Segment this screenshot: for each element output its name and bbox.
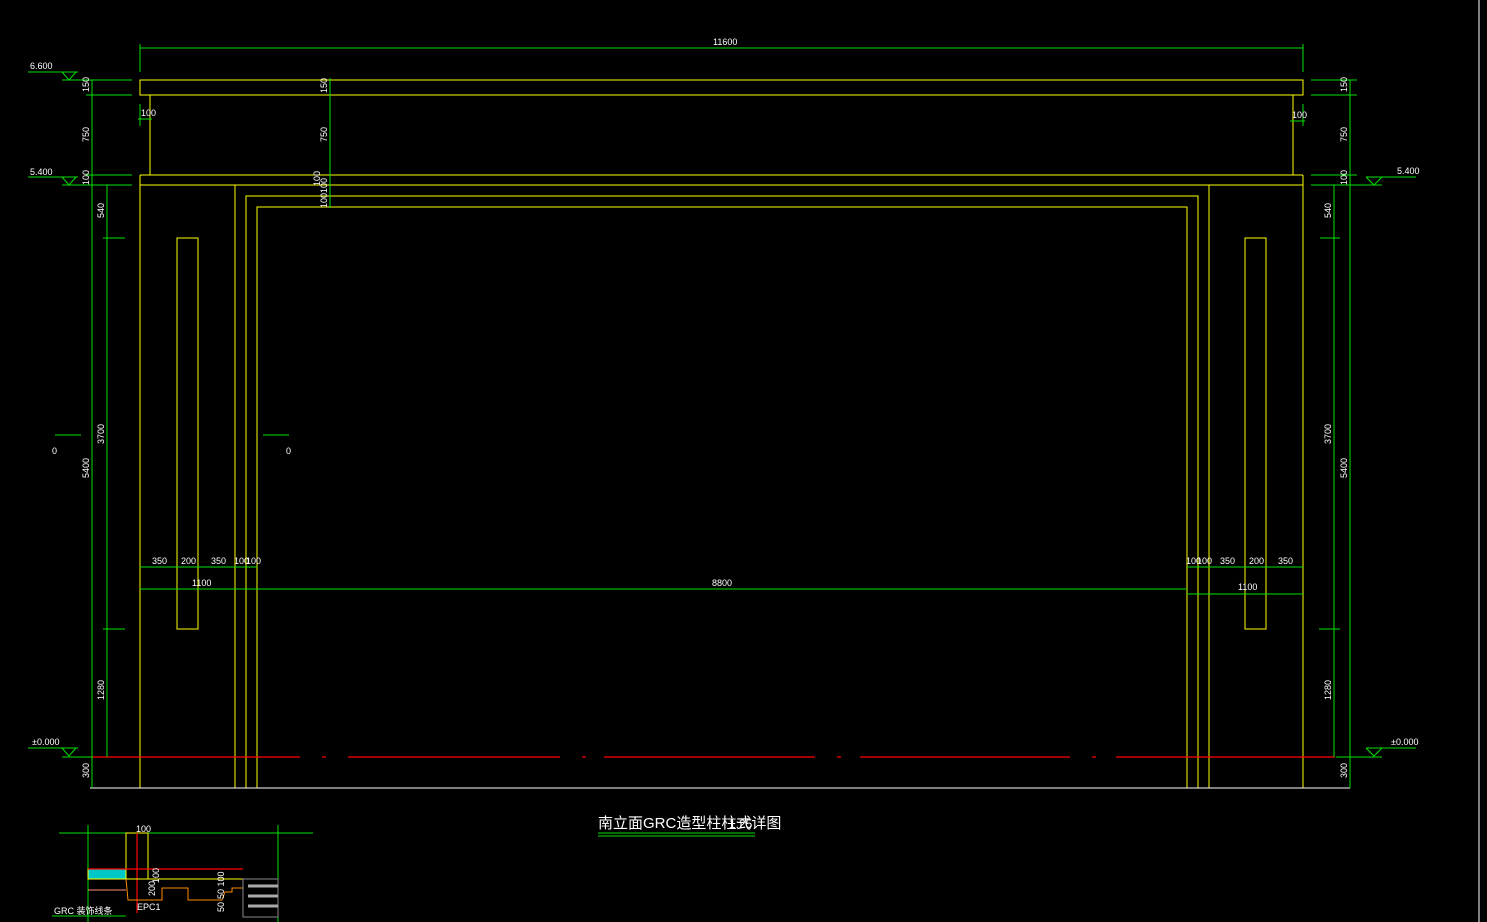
- svg-text:5400: 5400: [1339, 458, 1349, 478]
- svg-text:100: 100: [234, 556, 249, 566]
- svg-text:100: 100: [151, 868, 161, 883]
- svg-text:100: 100: [136, 824, 151, 834]
- frame-2: [245, 195, 1199, 788]
- left-vertical-dims: 150 750 100 540 3700 5400 1280 300: [81, 77, 106, 778]
- svg-text:750: 750: [1339, 127, 1349, 142]
- svg-text:350: 350: [1278, 556, 1293, 566]
- svg-text:3700: 3700: [1323, 424, 1333, 444]
- left-level-markers: 6.600 5.400 ±0.000 0 0: [28, 61, 291, 788]
- svg-text:150: 150: [81, 77, 91, 92]
- overall-width-label: 11600: [713, 37, 737, 47]
- level-ground-label: ±0.000: [32, 737, 59, 747]
- svg-text:200: 200: [147, 881, 157, 896]
- svg-text:100: 100: [1186, 556, 1201, 566]
- svg-text:GRC 装饰线条: GRC 装饰线条: [54, 905, 113, 916]
- svg-text:1100: 1100: [192, 578, 211, 588]
- drawing-title: 南立面GRC造型柱柱式详图 1:25: [598, 815, 781, 837]
- svg-text:350: 350: [152, 556, 167, 566]
- svg-text:100: 100: [81, 170, 91, 185]
- svg-text:100: 100: [246, 556, 261, 566]
- svg-text:300: 300: [81, 763, 91, 778]
- svg-text:1100: 1100: [1238, 582, 1257, 592]
- svg-text:1280: 1280: [1323, 680, 1333, 700]
- svg-text:350: 350: [211, 556, 226, 566]
- svg-text:100: 100: [1197, 556, 1212, 566]
- elevation-outline: [139, 79, 1304, 788]
- top-beam: [139, 79, 1304, 96]
- svg-text:100: 100: [312, 171, 322, 186]
- level-ground-right-label: ±0.000: [1391, 737, 1418, 747]
- svg-text:200: 200: [181, 556, 196, 566]
- svg-text:50 100: 50 100: [216, 871, 226, 899]
- level-5400-label: 5.400: [30, 167, 53, 177]
- frame-3: [256, 206, 1188, 788]
- level-5400-right-label: 5.400: [1397, 166, 1420, 176]
- mid-vertical-dims: 150 750 100 100100 100 100: [138, 78, 1307, 208]
- svg-text:EPC1: EPC1: [137, 902, 161, 912]
- svg-text:3700: 3700: [96, 424, 106, 444]
- axis-mark: 0: [52, 446, 57, 456]
- right-slot: [1244, 237, 1267, 630]
- right-level-markers: 5.400 ±0.000 150 750 100 540 3700 5400 1…: [1311, 77, 1420, 788]
- opening-width-label: 8800: [712, 578, 732, 588]
- svg-text:300: 300: [1339, 763, 1349, 778]
- svg-text:540: 540: [1323, 203, 1333, 218]
- svg-text:1280: 1280: [96, 680, 106, 700]
- column-width-dims: 350 200 350 100 100 1100 8800 100 100 35…: [140, 556, 1303, 595]
- svg-text:200: 200: [1249, 556, 1264, 566]
- axis-mark: 0: [286, 446, 291, 456]
- level-6600-label: 6.600: [30, 61, 53, 71]
- svg-text:150: 150: [319, 78, 329, 93]
- svg-text:100: 100: [141, 108, 156, 118]
- svg-text:540: 540: [96, 203, 106, 218]
- svg-text:100: 100: [1292, 110, 1307, 120]
- svg-text:50: 50: [216, 902, 226, 912]
- svg-text:350: 350: [1220, 556, 1235, 566]
- ground-line: [90, 756, 1350, 789]
- svg-text:100100: 100100: [319, 178, 329, 208]
- svg-text:南立面GRC造型柱柱式详图: 南立面GRC造型柱柱式详图: [598, 815, 781, 832]
- section-detail: 100 100 200 50 100 50 EPC1 GRC 装饰线条: [52, 824, 313, 922]
- svg-text:100: 100: [1339, 170, 1349, 185]
- svg-text:150: 150: [1339, 77, 1349, 92]
- svg-text:1:25: 1:25: [729, 817, 753, 831]
- overall-width-dim: 11600: [139, 37, 1304, 72]
- svg-text:750: 750: [81, 127, 91, 142]
- left-slot: [176, 237, 199, 630]
- svg-text:750: 750: [319, 127, 329, 142]
- svg-text:5400: 5400: [81, 458, 91, 478]
